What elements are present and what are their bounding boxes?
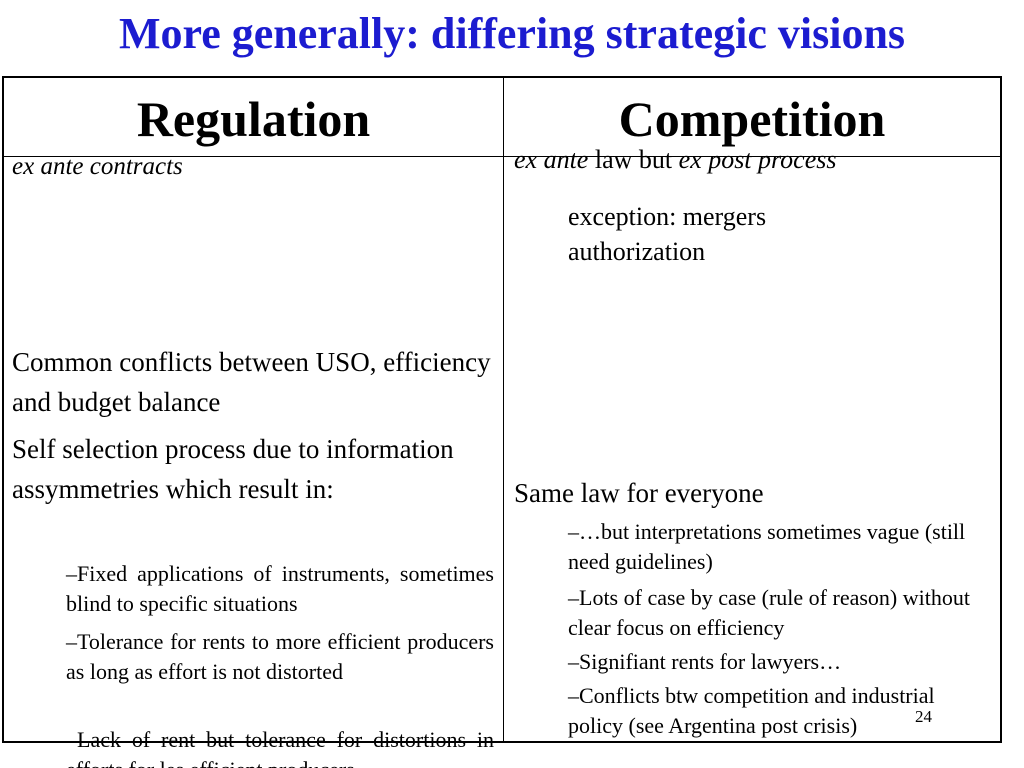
common-conflicts: Common conflicts between USO, efficiency… (12, 347, 491, 417)
slide-title: More generally: differing strategic visi… (118, 9, 906, 58)
ex-ante-term: ex ante (514, 145, 589, 174)
comparison-table: Regulation Competition ex ante contracts… (2, 76, 1002, 768)
same-law-for-everyone: Same law for everyone (514, 478, 764, 508)
competition-bullet-4: –Conflicts btw competition and industria… (568, 683, 935, 738)
competition-bullet-3: –Signifiant rents for lawyers… (568, 649, 842, 674)
ex-post-process-term: ex post process (678, 145, 837, 174)
law-but-text: law but (588, 145, 679, 174)
regulation-bullet-2: –Tolerance for rents to more efficient p… (66, 629, 494, 684)
competition-bullet-1: –…but interpretations sometimes vague (s… (568, 519, 966, 574)
header-divider (4, 156, 1000, 157)
self-selection-process: Self selection process due to informatio… (12, 434, 454, 504)
regulation-bullet-3: –Lack of rent but tolerance for distorti… (66, 727, 494, 768)
column-divider (503, 78, 504, 741)
ex-ante-contracts: ex ante contracts (12, 153, 183, 180)
page-number: 24 (915, 707, 932, 726)
competition-bullet-2: –Lots of case by case (rule of reason) w… (568, 585, 970, 640)
ex-ante-law-line: ex ante law but ex post process (514, 140, 994, 180)
header-regulation: Regulation (136, 91, 371, 147)
header-competition: Competition (618, 91, 886, 147)
regulation-bullet-1: –Fixed applications of instruments, some… (66, 561, 494, 616)
mergers-exception: exception: mergers authorization (568, 202, 767, 266)
